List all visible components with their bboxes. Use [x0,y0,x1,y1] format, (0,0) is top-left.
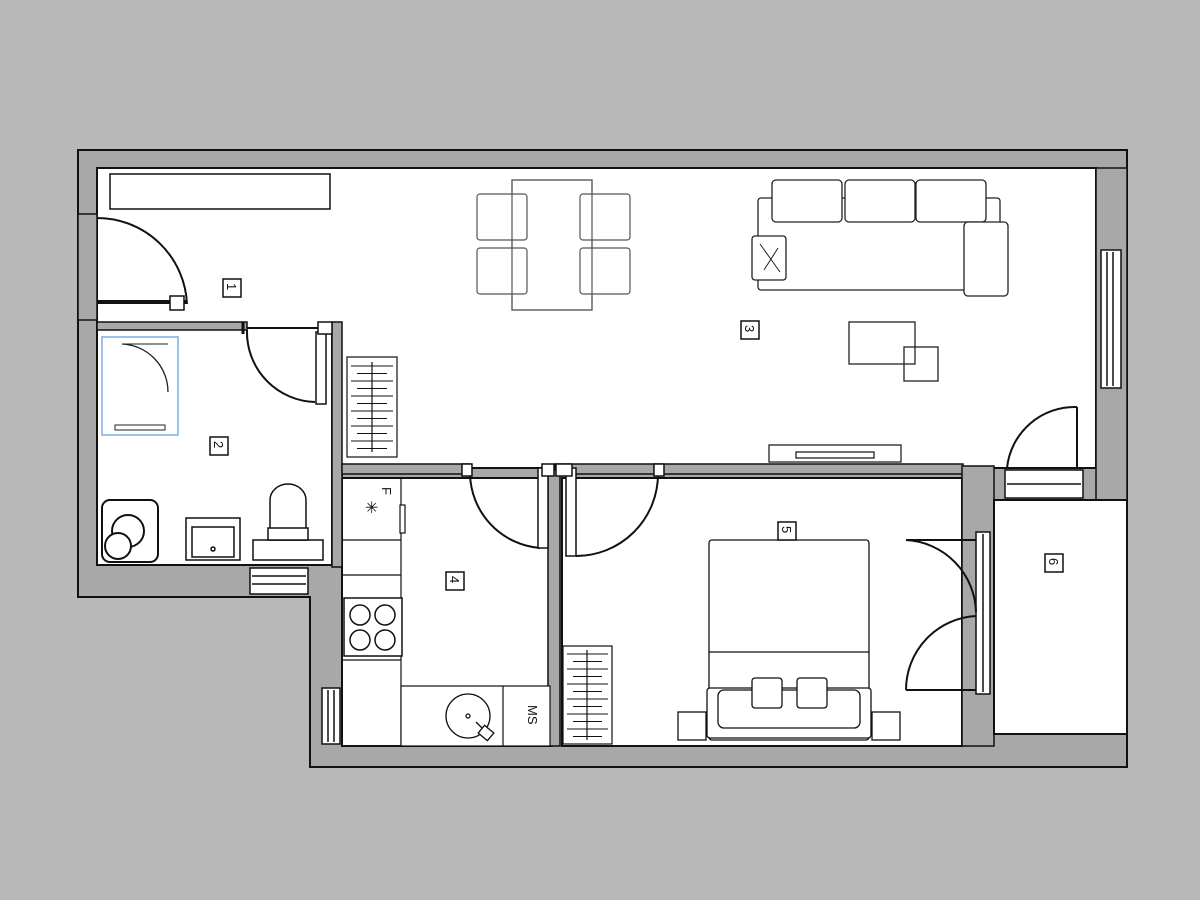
washing-machine [101,499,159,563]
window-kitchen [321,687,341,745]
kitchen-door-swing [469,473,541,549]
dining-set [476,179,631,311]
room-tag-2[interactable]: 2 [209,436,229,456]
balcony-door-swing [1006,405,1078,469]
fridge-icon: ✳ [365,500,378,517]
wardrobe-door-top-swing [905,539,977,613]
partition-walls [77,167,1128,747]
wardrobe-door-bottom-swing [904,615,977,691]
cooktop [343,597,403,657]
room-tag-4[interactable]: 4 [445,571,465,591]
shoe-rack-lines [351,365,393,450]
bed [677,539,901,741]
toilet [252,483,324,561]
wardrobe-room-outline [993,499,1128,735]
wardrobe-room-floor [993,499,1128,735]
kitchen-sink [445,693,495,742]
room-number-2: 2 [211,441,226,448]
bedroom-rack-lines [567,653,608,738]
fridge-letter: F [379,487,394,495]
room-number-1: 1 [224,283,239,290]
room-number-6: 6 [1046,558,1061,565]
room-number-4: 4 [447,576,462,583]
room-number-5: 5 [779,526,794,533]
room-number-3: 3 [742,325,757,332]
sofa [751,179,1009,297]
bedroom-door-swing [575,473,659,557]
room-tag-1[interactable]: 1 [222,278,242,298]
room-tag-3[interactable]: 3 [740,320,760,340]
sink-bathroom [185,517,241,561]
shoe-rack [346,356,398,458]
entry-door-swing [96,216,188,305]
windows [249,249,1122,745]
room-tag-6[interactable]: 6 [1044,553,1064,573]
coffee-tables [848,321,939,382]
window-bathroom [249,567,309,595]
tv-console [768,444,902,463]
doors[interactable] [96,216,1078,691]
hallway-shelf [109,173,331,210]
window-east [1100,249,1122,389]
bathroom-door-swing [245,329,316,403]
room-tag-5[interactable]: 5 [777,521,797,541]
bedroom-rack [562,645,613,745]
microwave-label: MS [525,705,540,725]
shower[interactable] [101,336,179,436]
